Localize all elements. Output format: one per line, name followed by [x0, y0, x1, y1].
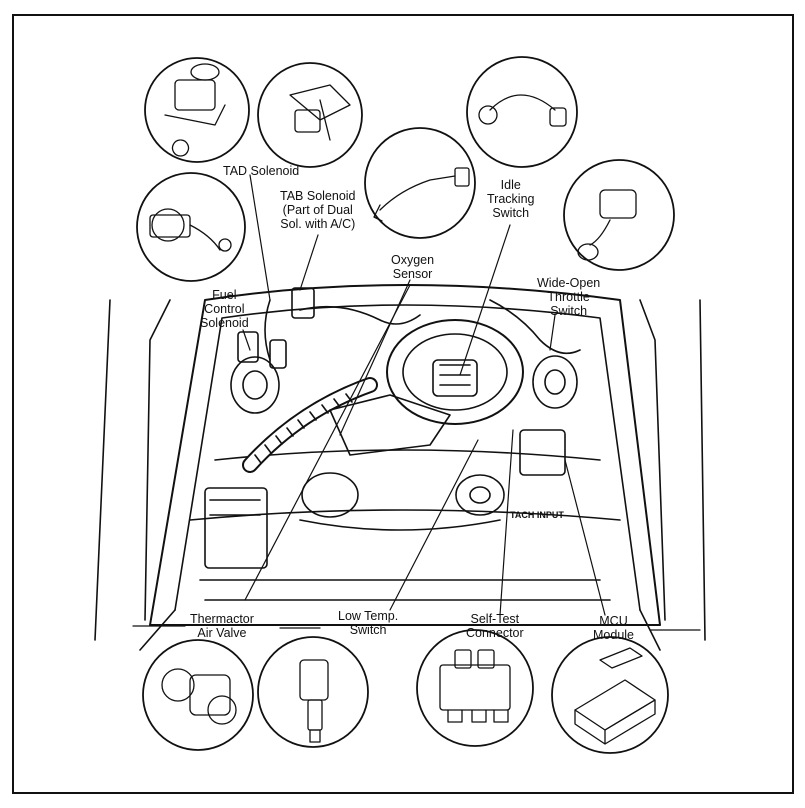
- self-test-connector-label: Self-Test Connector: [466, 612, 524, 640]
- tach-input-label: TACH INPUT: [510, 510, 564, 520]
- air-cleaner: [386, 319, 524, 425]
- thermactor-air-valve-label: Thermactor Air Valve: [190, 612, 254, 640]
- fuel-control-solenoid-label: Fuel Control Solenoid: [200, 288, 249, 330]
- separator-lines: [132, 625, 701, 631]
- engine-components: [204, 287, 581, 569]
- component-sketches: [149, 63, 656, 745]
- idle-tracking-switch-label: Idle Tracking Switch: [487, 178, 535, 220]
- diagram-frame: [12, 14, 794, 794]
- wide-open-throttle-switch-label: Wide-Open Throttle Switch: [537, 276, 601, 318]
- oxygen-sensor-label: Oxygen Sensor: [391, 253, 435, 281]
- tab-solenoid-label: TAB Solenoid (Part of Dual Sol. with A/C…: [280, 189, 356, 231]
- mcu-module-label: MCU Module: [593, 614, 634, 642]
- tad-solenoid-label: TAD Solenoid: [223, 164, 300, 178]
- low-temp-switch-label: Low Temp. Switch: [338, 609, 399, 637]
- engine-bay: [94, 284, 706, 651]
- component-circles: [136, 56, 675, 754]
- leader-lines: [242, 174, 606, 616]
